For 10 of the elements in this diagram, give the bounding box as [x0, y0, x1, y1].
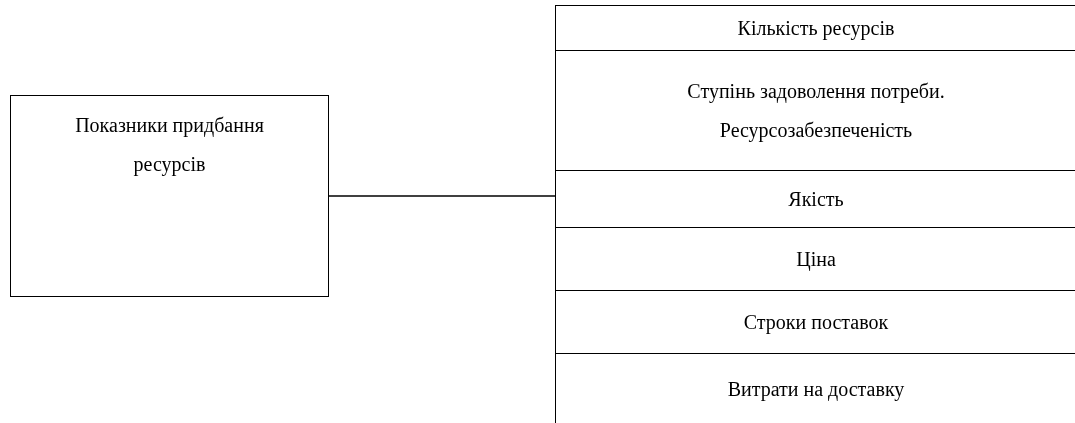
node-text: Витрати на доставку — [727, 376, 905, 403]
node-text: Строки поставок — [743, 309, 889, 336]
process-box — [10, 95, 329, 297]
node-text: Ступінь задоволення потреби. Ресурсозабезпеченість — [686, 78, 946, 144]
node-text: Кількість ресурсів — [737, 15, 895, 42]
node-text: Якість — [788, 186, 844, 212]
node-text: Показники придбання ресурсів — [74, 113, 265, 178]
list-column — [555, 5, 1075, 423]
connector-line — [328, 195, 556, 197]
node-text: Ціна — [796, 246, 836, 273]
